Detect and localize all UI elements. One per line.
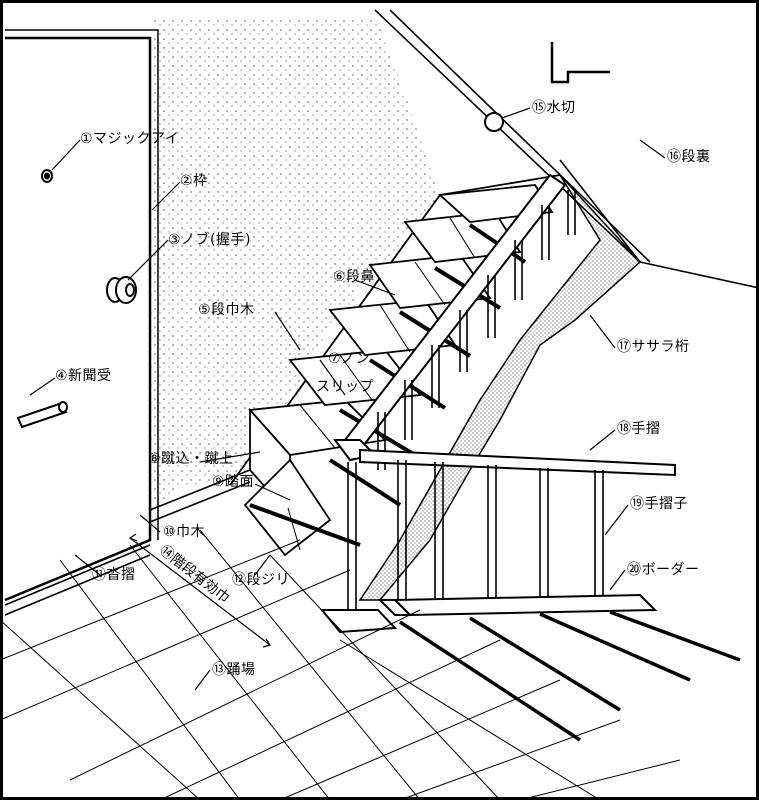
label-threshold: ⑪沓摺 — [92, 567, 136, 583]
stipple-wall — [150, 18, 440, 510]
flight-handrail — [333, 173, 567, 462]
baseboard — [4, 469, 251, 616]
label-non-slip-1: ⑦ノン — [328, 351, 371, 367]
door-knob-icon — [106, 276, 137, 304]
border-plinths — [319, 593, 658, 634]
landing-balusters — [347, 460, 604, 615]
label-stair-baseboard: ⑤段巾木 — [198, 302, 255, 318]
label-step-end: ⑫段ジリ — [232, 572, 290, 588]
label-landing: ⑬踊場 — [212, 662, 256, 678]
side-stringer — [358, 174, 642, 601]
label-handrail: ⑱手摺 — [617, 421, 661, 437]
stair-width-arrow — [128, 533, 271, 648]
mail-slot-icon — [16, 401, 68, 429]
step-tiles — [287, 217, 476, 551]
leader-lines — [29, 107, 666, 691]
label-non-slip-2: スリップ — [316, 379, 374, 395]
landing-handrail — [359, 448, 676, 477]
label-side-stringer: ⑰ササラ桁 — [617, 339, 690, 355]
border-strips — [399, 610, 741, 742]
door-viewer-icon — [41, 169, 53, 183]
label-water-drip: ⑮水切 — [532, 100, 576, 116]
label-baseboard: ⑩巾木 — [163, 524, 206, 540]
label-door-viewer: ①マジックアイ — [80, 131, 180, 147]
label-nosing: ⑥段鼻 — [333, 269, 376, 285]
door-frame — [4, 29, 159, 602]
label-tread: ⑨踏面 — [212, 474, 255, 490]
label-riser: ⑧蹴込・蹴上 — [148, 451, 234, 467]
landing-floor-grid — [0, 529, 681, 800]
label-door-knob: ③ノブ(握手) — [168, 232, 251, 248]
water-drip-circle — [484, 112, 504, 132]
water-drip-detail — [550, 42, 610, 84]
label-frame: ②枠 — [180, 173, 208, 189]
label-mail-slot: ④新聞受 — [55, 368, 112, 384]
label-baluster: ⑲手摺子 — [630, 496, 688, 512]
label-stair-soffit: ⑯段裏 — [667, 149, 711, 165]
label-border: ⑳ボーダー — [627, 562, 700, 578]
